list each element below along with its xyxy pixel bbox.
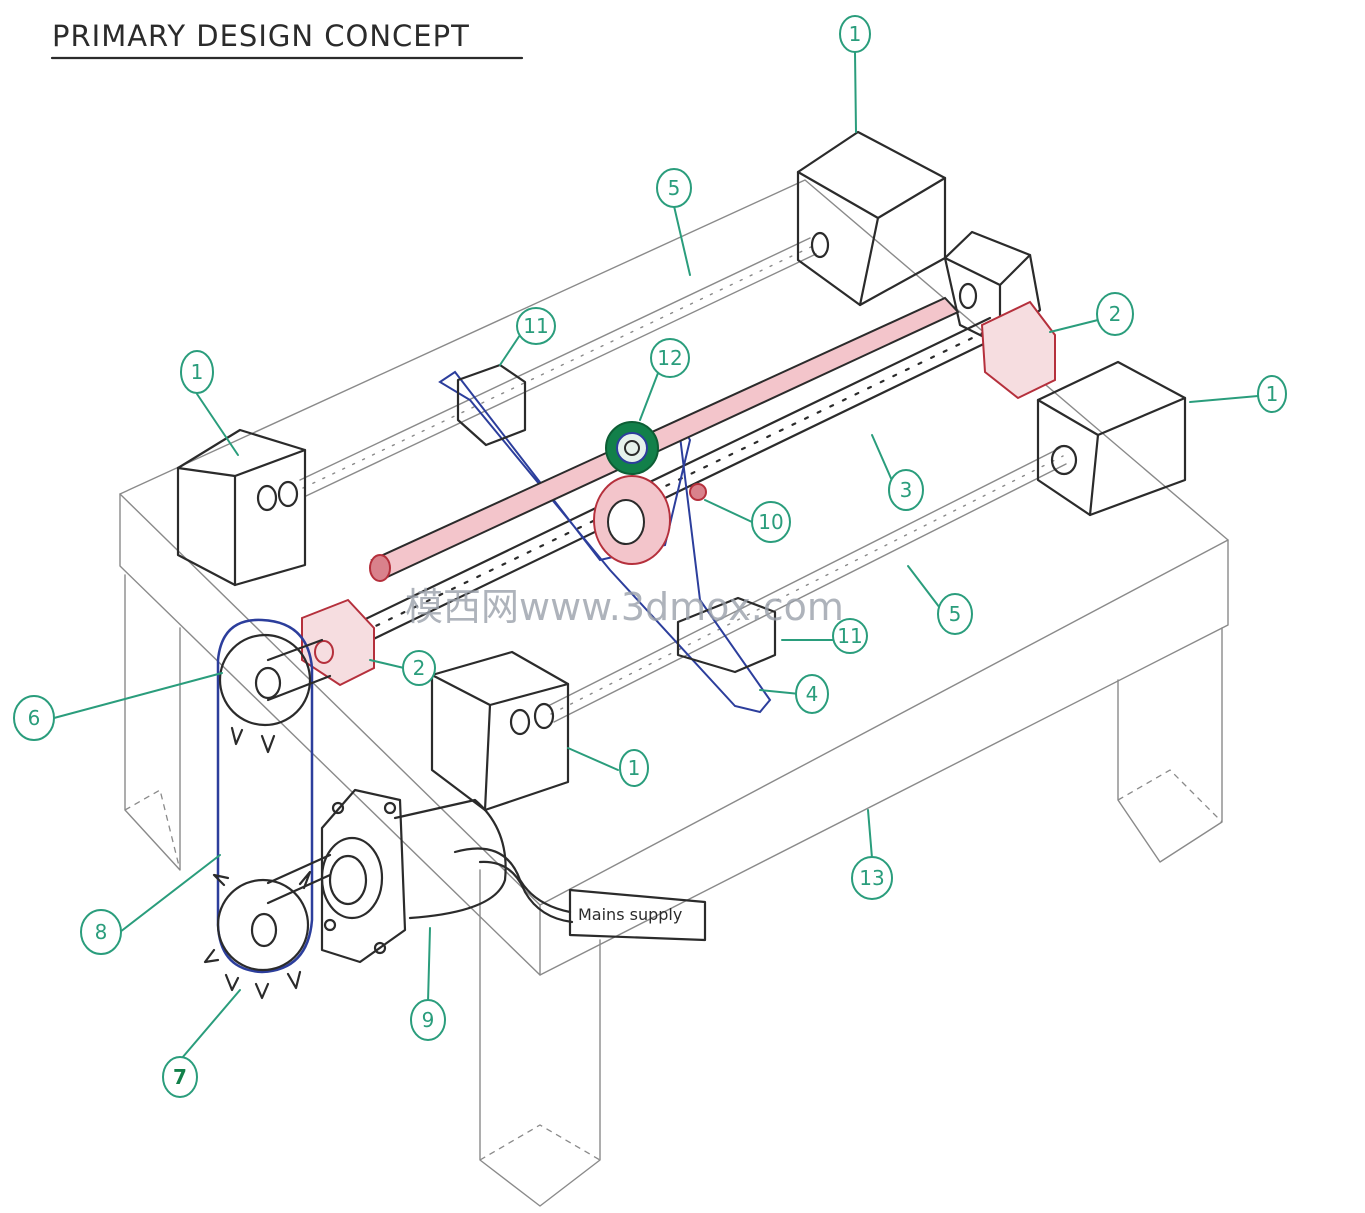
callout-7: 7 — [163, 1057, 197, 1097]
table-top — [120, 180, 1228, 905]
callout-9: 9 — [411, 1000, 445, 1040]
table-leg-left-hidden — [125, 790, 180, 870]
callout-1-top: 1 — [840, 16, 870, 52]
callout-6: 6 — [14, 696, 54, 740]
flange — [594, 476, 706, 564]
svg-text:1: 1 — [849, 22, 862, 46]
svg-text:9: 9 — [422, 1008, 435, 1032]
callout-5-back: 5 — [657, 169, 691, 207]
svg-text:1: 1 — [1266, 382, 1279, 406]
motor-flange — [322, 790, 405, 962]
callout-11-front: 11 — [833, 619, 867, 653]
svg-text:2: 2 — [413, 656, 426, 680]
svg-text:13: 13 — [859, 866, 884, 890]
callout-1-front: 1 — [620, 750, 648, 786]
watermark: 模西网www.3dmox.com — [405, 585, 844, 629]
callout-1-left: 1 — [181, 351, 213, 393]
drive-motor: Mains supply — [322, 790, 705, 962]
table-leg-front-hidden — [480, 1125, 600, 1160]
callout-3: 3 — [889, 470, 923, 510]
drawing-title: PRIMARY DESIGN CONCEPT — [52, 19, 470, 53]
svg-text:4: 4 — [806, 682, 819, 706]
callout-12: 12 — [651, 339, 689, 377]
lead-screw-back-top — [300, 238, 810, 480]
gear-12 — [606, 422, 658, 474]
svg-text:3: 3 — [900, 478, 913, 502]
callout-11-back: 11 — [517, 308, 555, 344]
callout-2-right: 2 — [1097, 293, 1133, 335]
tool-bar-end — [370, 555, 390, 581]
svg-text:11: 11 — [837, 624, 862, 648]
mains-supply-label: Mains supply — [578, 905, 682, 924]
bearing-block-front-right — [1038, 362, 1185, 515]
bearing-block-back-left — [178, 430, 305, 585]
svg-text:11: 11 — [523, 314, 548, 338]
lead-screw-back-thread — [303, 246, 813, 488]
svg-text:2: 2 — [1109, 302, 1122, 326]
svg-text:6: 6 — [28, 706, 41, 730]
svg-text:1: 1 — [191, 360, 204, 384]
title-group: PRIMARY DESIGN CONCEPT — [52, 19, 522, 58]
callout-13: 13 — [852, 857, 892, 899]
flange-nut — [690, 484, 706, 500]
svg-text:8: 8 — [95, 920, 108, 944]
bearing-block-front-left — [432, 652, 568, 810]
bracket-right — [982, 302, 1055, 398]
callout-10: 10 — [752, 502, 790, 542]
sprocket-lower — [218, 880, 308, 970]
slide-block-back — [458, 365, 525, 445]
callout-4: 4 — [796, 675, 828, 713]
lead-screw-back-bottom — [306, 254, 816, 496]
callout-5-front: 5 — [938, 594, 972, 634]
chain-drive — [205, 620, 330, 998]
svg-text:5: 5 — [949, 602, 962, 626]
callout-8: 8 — [81, 910, 121, 954]
table-leg-right-hidden — [1118, 770, 1222, 822]
callout-2-left: 2 — [403, 651, 435, 685]
svg-text:10: 10 — [758, 510, 783, 534]
bearing-block-back-right — [798, 132, 945, 305]
callout-1-right: 1 — [1258, 376, 1286, 412]
table-leg-left — [125, 575, 180, 870]
svg-text:1: 1 — [628, 756, 641, 780]
table-leg-right — [1118, 628, 1222, 862]
svg-text:12: 12 — [657, 346, 682, 370]
svg-text:5: 5 — [668, 176, 681, 200]
chain — [218, 620, 312, 972]
svg-text:7: 7 — [173, 1065, 187, 1089]
power-cable — [455, 849, 570, 913]
